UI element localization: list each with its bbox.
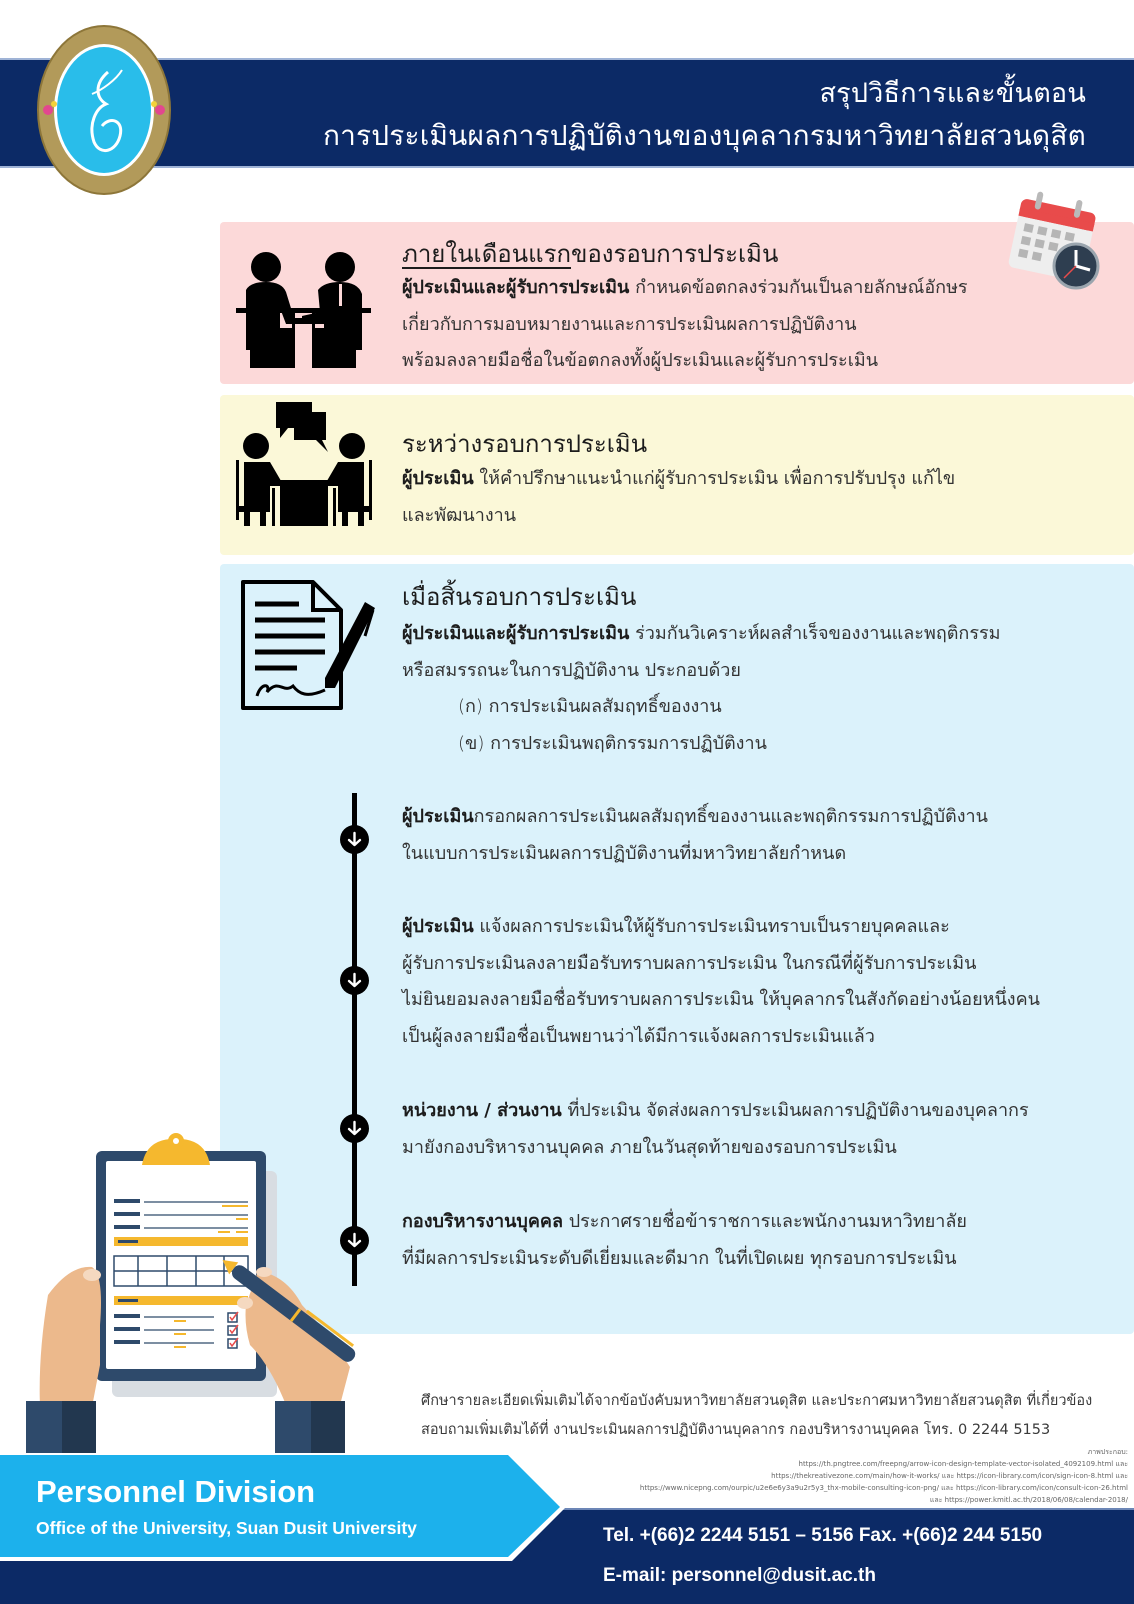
credit-link[interactable]: และ https://power.kmitl.ac.th/2018/06/08… xyxy=(929,1496,1128,1504)
section-during-round xyxy=(220,395,1134,555)
footnote: ศึกษารายละเอียดเพิ่มเติมได้จากข้อบังคับม… xyxy=(421,1387,1092,1445)
signed-document-icon xyxy=(241,580,375,710)
step-line: ในแบบการประเมินผลการปฏิบัติงานที่มหาวิทย… xyxy=(402,842,847,864)
section-body: ผู้ประเมินและผู้รับการประเมิน กำหนดข้อตก… xyxy=(402,270,968,380)
step-line: ที่มีผลการประเมินระดับดีเยี่ยมและดีมาก ใ… xyxy=(402,1247,957,1269)
actor-label: ผู้ประเมิน xyxy=(402,916,474,937)
section-heading: ระหว่างรอบการประเมิน xyxy=(402,430,648,458)
footer-arrow-banner xyxy=(0,1453,566,1561)
footer-divider xyxy=(560,1508,1134,1510)
step-line: ประกาศรายชื่อข้าราชการและพนักงานมหาวิทยา… xyxy=(562,1211,967,1232)
footnote-line: ศึกษารายละเอียดเพิ่มเติมได้จากข้อบังคับม… xyxy=(421,1393,1093,1409)
body-line: ร่วมกันวิเคราะห์ผลสำเร็จของงานและพฤติกรร… xyxy=(629,623,1001,644)
section-body: ผู้ประเมิน ให้คำปรึกษาแนะนำแก่ผู้รับการป… xyxy=(402,461,955,534)
step-line: กรอกผลการประเมินผลสัมฤทธิ์ของงานและพฤติก… xyxy=(473,806,988,827)
actor-label: ผู้ประเมินและผู้รับการประเมิน xyxy=(402,277,630,298)
credit-link[interactable]: https://th.pngtree.com/freepng/arrow-ico… xyxy=(798,1460,1128,1468)
actor-label: ผู้ประเมิน xyxy=(402,806,474,827)
actor-label: ผู้ประเมิน xyxy=(402,468,474,489)
contact-email[interactable]: E-mail: personnel@dusit.ac.th xyxy=(603,1565,876,1586)
timeline-step: ผู้ประเมินกรอกผลการประเมินผลสัมฤทธิ์ของง… xyxy=(402,799,1122,872)
body-line: และพัฒนางาน xyxy=(402,504,517,526)
consulting-icon xyxy=(236,402,372,526)
timeline-line xyxy=(352,793,357,1286)
division-title: Personnel Division xyxy=(36,1474,316,1509)
footnote-line: สอบถามเพิ่มเติมได้ที่ งานประเมินผลการปฏิ… xyxy=(421,1422,1051,1438)
sub-item: (ก) การประเมินผลสัมฤทธิ์ของงาน xyxy=(458,696,722,717)
credits-label: ภาพประกอบ: xyxy=(1087,1448,1128,1456)
step-line: ที่ประเมิน จัดส่งผลการประเมินผลการปฏิบัต… xyxy=(561,1100,1029,1121)
section-end-round xyxy=(220,564,1134,1334)
timeline-step: กองบริหารงานบุคคล ประกาศรายชื่อข้าราชการ… xyxy=(402,1204,1122,1277)
heading-underlined: ภายในเดือนแรก xyxy=(402,240,571,268)
section-first-month xyxy=(220,222,1134,384)
section-heading: ภายในเดือนแรกของรอบการประเมิน xyxy=(402,234,778,273)
step-line: เป็นผู้ลงลายมือชื่อเป็นพยานว่าได้มีการแจ… xyxy=(402,1025,875,1047)
timeline-step: ผู้ประเมิน แจ้งผลการประเมินให้ผู้รับการป… xyxy=(402,909,1122,1055)
step-line: มายังกองบริหารงานบุคคล ภายในวันสุดท้ายขอ… xyxy=(402,1136,897,1158)
step-line: ผู้รับการประเมินลงลายมือรับทราบผลการประเ… xyxy=(402,952,977,974)
title-line-2: การประเมินผลการปฏิบัติงานของบุคลากรมหาวิ… xyxy=(322,119,1086,152)
arrow-down-icon xyxy=(340,825,369,854)
calendar-clock-icon xyxy=(1008,191,1100,290)
arrow-down-icon xyxy=(340,1226,369,1255)
timeline-step: หน่วยงาน / ส่วนงาน ที่ประเมิน จัดส่งผลกา… xyxy=(402,1093,1122,1166)
step-line: แจ้งผลการประเมินให้ผู้รับการประเมินทราบเ… xyxy=(473,916,950,937)
actor-label: กองบริหารงานบุคคล xyxy=(402,1211,563,1232)
arrow-down-icon xyxy=(340,1114,369,1143)
body-line: หรือสมรรถนะในการปฏิบัติงาน ประกอบด้วย xyxy=(402,659,741,681)
body-line: กำหนดข้อตกลงร่วมกันเป็นลายลักษณ์อักษร xyxy=(629,277,968,298)
sub-item: (ข) การประเมินพฤติกรรมการปฏิบัติงาน xyxy=(458,732,767,754)
actor-label: หน่วยงาน / ส่วนงาน xyxy=(402,1100,562,1121)
university-logo xyxy=(37,25,171,195)
credit-link[interactable]: https://www.nicepng.com/ourpic/u2e6e6y3a… xyxy=(639,1484,1128,1492)
image-credits: ภาพประกอบ: https://th.pngtree.com/freepn… xyxy=(640,1446,1128,1506)
division-subtitle: Office of the University, Suan Dusit Uni… xyxy=(36,1518,417,1538)
title-line-1: สรุปวิธีการและขั้นตอน xyxy=(819,78,1086,109)
contact-phone: Tel. +(66)2 2244 5151 – 5156 Fax. +(66)2… xyxy=(603,1525,1043,1546)
arrow-down-icon xyxy=(340,966,369,995)
clipboard-illustration xyxy=(26,1133,356,1455)
heading-rest: ของรอบการประเมิน xyxy=(570,240,779,268)
credit-link[interactable]: https://thekreativezone.com/main/how-it-… xyxy=(771,1472,1128,1480)
body-line: พร้อมลงลายมือชื่อในข้อตกลงทั้งผู้ประเมิน… xyxy=(402,350,879,371)
meeting-people-icon xyxy=(236,252,371,368)
step-line: ไม่ยินยอมลงลายมือชื่อรับทราบผลการประเมิน… xyxy=(402,989,1040,1010)
header-band xyxy=(0,58,1134,168)
section-heading: เมื่อสิ้นรอบการประเมิน xyxy=(402,583,637,611)
section-body: ผู้ประเมินและผู้รับการประเมิน ร่วมกันวิเ… xyxy=(402,616,1001,762)
body-line: เกี่ยวกับการมอบหมายงานและการประเมินผลการ… xyxy=(402,313,857,335)
body-line: ให้คำปรึกษาแนะนำแก่ผู้รับการประเมิน เพื่… xyxy=(473,468,956,489)
actor-label: ผู้ประเมินและผู้รับการประเมิน xyxy=(402,623,630,644)
page-title: สรุปวิธีการและขั้นตอน การประเมินผลการปฏิ… xyxy=(323,74,1086,158)
